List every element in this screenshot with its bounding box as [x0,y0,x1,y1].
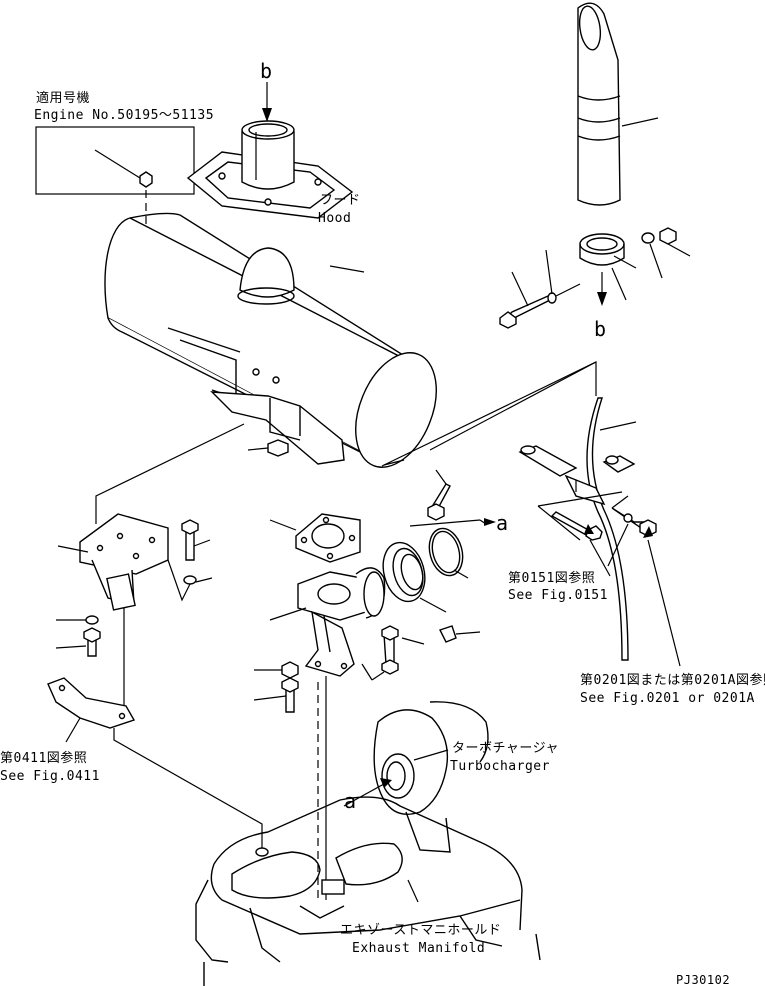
arrow-right-icon [484,518,496,526]
engine-number-label: Engine No.50195～51135 [34,108,214,123]
marker-b-right: b [594,317,607,341]
drawing-number: PJ30102 [676,973,730,986]
applicable-label-jp: 適用号機 [36,90,90,106]
applicable-engine-box [35,126,195,195]
elbow-adapter-part [253,567,481,902]
muffler-part [104,212,437,468]
seal-ring-parts: a [382,469,509,613]
marker-a-lower: a [344,789,357,813]
nut-part [139,171,153,188]
ref-0411-en: See Fig.0411 [0,769,100,784]
turbocharger-part: a ターボチャージャ Turbocharger [343,701,559,853]
arrow-up-icon [643,526,653,538]
arrow-down-icon [262,108,272,122]
turbocharger-label-jp: ターボチャージャ [452,741,559,756]
ref-0411-jp: 第0411図参照 [0,750,87,766]
manifold-label-en: Exhaust Manifold [352,941,485,956]
mounting-bracket-part: 第0411図参照 See Fig.0411 [0,423,263,852]
marker-a-right: a [496,511,509,535]
support-rod-part: 第0151図参照 See Fig.0151 第0201図または第0201A図参照… [508,397,765,706]
ref-0151-jp: 第0151図参照 [508,570,595,586]
ref-0201-jp: 第0201図または第0201A図参照 [580,672,765,688]
hood-label-jp: フード [320,193,361,208]
arrow-down-icon [597,292,607,306]
flange-gasket-part [269,513,361,563]
exhaust-manifold-part: エキゾーストマニホールド Exhaust Manifold [195,796,541,986]
turbocharger-label-en: Turbocharger [450,759,550,774]
manifold-label-jp: エキゾーストマニホールド [340,923,501,938]
tail-pipe-part: b [499,2,691,341]
hood-part: b フード Hood [186,59,361,226]
ref-0201-en: See Fig.0201 or 0201A [580,691,755,706]
hood-label-en: Hood [318,211,351,226]
marker-b-top: b [260,59,273,83]
arrow-right-icon [380,778,392,788]
ref-0151-en: See Fig.0151 [508,588,608,603]
